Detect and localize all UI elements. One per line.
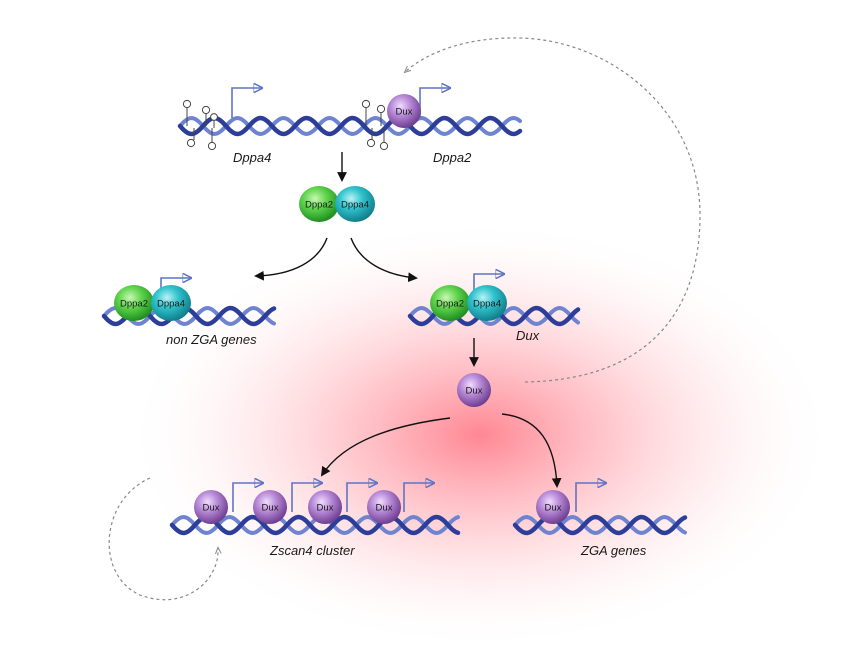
arrow-complex-to-non-zga (254, 237, 328, 281)
dppa4-protein-complex: Dppa4 (335, 186, 375, 222)
tss-arrow (575, 483, 606, 512)
dux-protein-top: Dux (387, 94, 421, 128)
dna-helix-dppa4-dppa2 (177, 115, 523, 137)
methylation-marks-dppa2 (361, 99, 389, 151)
dppa2-protein-non-zga: Dppa2 (114, 285, 154, 321)
dppa2-protein-dux-gene-label: Dppa2 (436, 299, 464, 310)
dppa4-protein-complex-label: Dppa4 (341, 200, 369, 211)
dux-protein-top-label: Dux (396, 107, 413, 118)
tss-arrow (291, 483, 322, 512)
dux-protein-zscan4-2: Dux (253, 490, 287, 524)
tss-arrow (232, 483, 263, 512)
tss-arrow (419, 88, 450, 118)
dppa4-protein-non-zga: Dppa4 (151, 285, 191, 321)
tss-arrow (346, 483, 377, 512)
dux-protein-free-label: Dux (466, 386, 483, 397)
dux-protein-zscan4-4: Dux (367, 490, 401, 524)
tss-arrow (403, 483, 434, 512)
label-dppa4-gene: Dppa4 (233, 150, 271, 165)
arrow-dux-to-zga (501, 413, 562, 488)
label-non-zga-genes: non ZGA genes (166, 332, 257, 347)
label-dux-gene: Dux (516, 328, 540, 343)
label-dppa2-gene: Dppa2 (433, 150, 472, 165)
dux-protein-zscan4-1-label: Dux (203, 503, 220, 514)
dppa4-protein-dux-gene-label: Dppa4 (473, 299, 501, 310)
dppa2-protein-non-zga-label: Dppa2 (120, 299, 148, 310)
methylation-marks-dppa4 (182, 99, 218, 151)
dux-protein-zga-label: Dux (545, 503, 562, 514)
label-zscan4-cluster: Zscan4 cluster (269, 543, 355, 558)
dux-protein-zscan4-3: Dux (308, 490, 342, 524)
dppa4-protein-non-zga-label: Dppa4 (157, 299, 185, 310)
zscan4-self-loop-dashed-arrow (108, 477, 218, 601)
tss-arrow (231, 88, 262, 118)
dppa2-protein-dux-gene: Dppa2 (430, 285, 470, 321)
dux-protein-zga: Dux (536, 490, 570, 524)
dux-protein-zscan4-1: Dux (194, 490, 228, 524)
dux-protein-zscan4-4-label: Dux (376, 503, 393, 514)
dux-protein-zscan4-2-label: Dux (262, 503, 279, 514)
arrow-dux-to-zscan4 (320, 417, 451, 477)
dppa2-protein-complex-label: Dppa2 (305, 200, 333, 211)
dppa2-protein-complex: Dppa2 (299, 186, 339, 222)
dux-protein-zscan4-3-label: Dux (317, 503, 334, 514)
dppa4-protein-dux-gene: Dppa4 (467, 285, 507, 321)
label-zga-genes: ZGA genes (580, 543, 647, 558)
dux-feedback-dashed-arrow (405, 37, 701, 383)
activation-glow (125, 220, 835, 650)
arrow-complex-to-dux-gene (350, 237, 418, 283)
dux-protein-free: Dux (457, 373, 491, 407)
